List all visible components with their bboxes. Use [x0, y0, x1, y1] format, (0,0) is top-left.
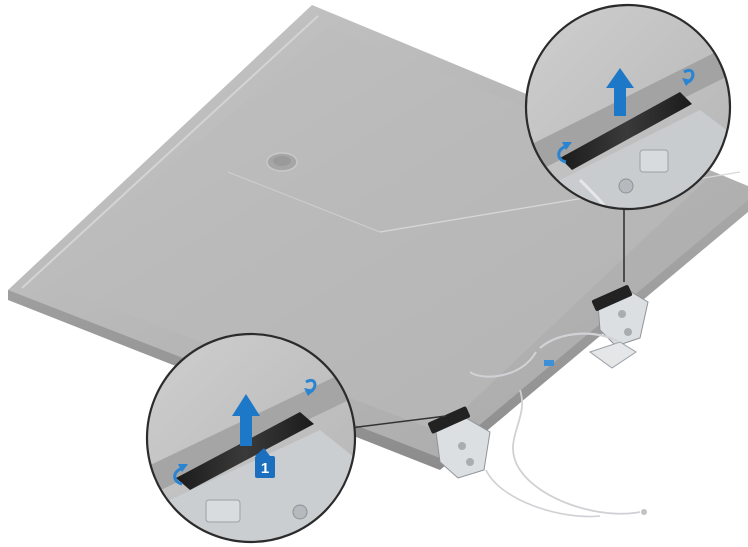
cable-tape	[544, 360, 554, 366]
hinge-screw	[624, 328, 632, 336]
logo-recess-inner	[273, 156, 291, 166]
hinge-screw	[618, 310, 626, 318]
antenna-wire	[513, 390, 640, 514]
step-callout-label: 1	[261, 460, 269, 477]
hinge-screw	[466, 458, 474, 466]
antenna-wire	[486, 470, 600, 517]
antenna-connector	[641, 509, 647, 515]
antenna-module	[590, 342, 636, 368]
hinge-area-left	[427, 390, 647, 517]
hinge-screw	[458, 442, 466, 450]
